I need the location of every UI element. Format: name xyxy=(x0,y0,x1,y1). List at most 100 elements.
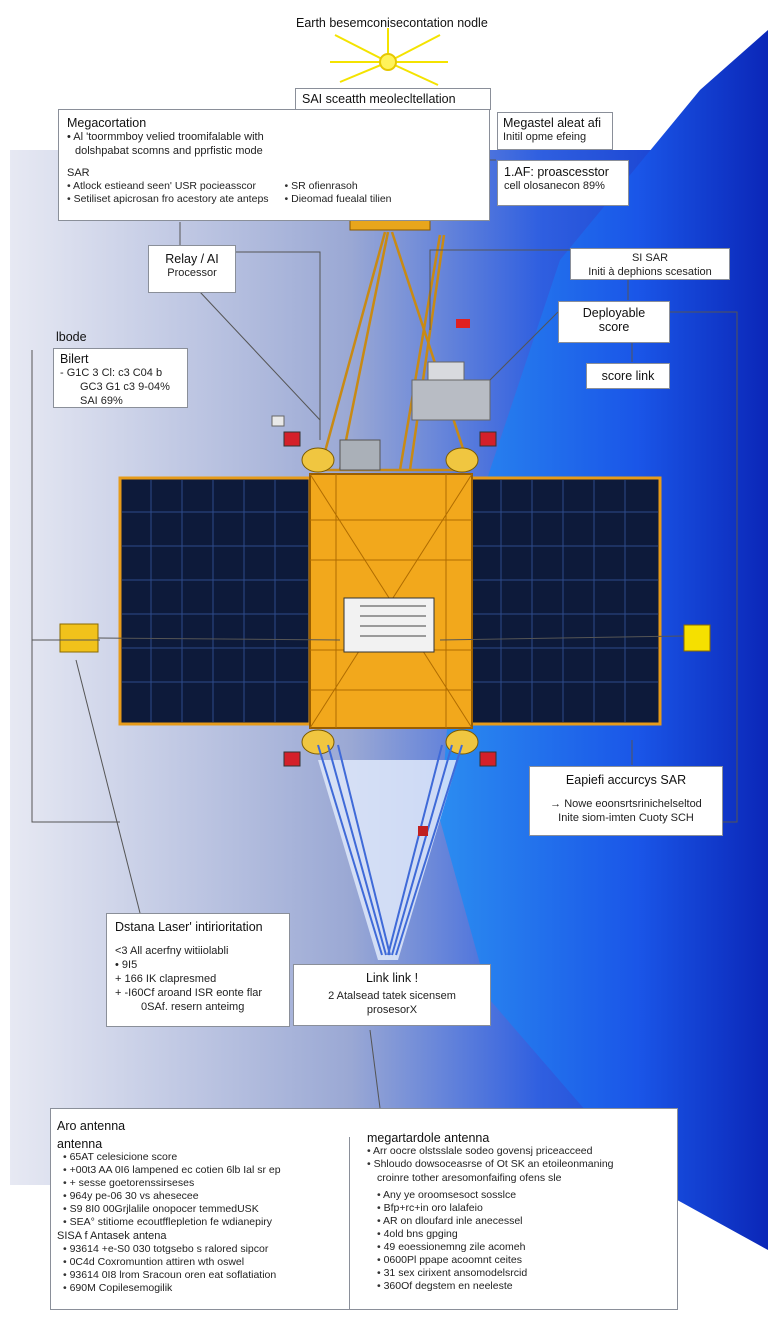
antenna-right-heading: megartardole antenna xyxy=(367,1131,490,1145)
processor-line: cell olosanecon 89% xyxy=(504,180,605,192)
antenna-right-bullet: Shloudo dowsoceasrse of Ot SK an etoileo… xyxy=(367,1158,673,1171)
laser-head xyxy=(418,826,428,836)
antenna-right-column: megartardole antenna Arr oocre olstsslal… xyxy=(367,1131,673,1293)
megacortation-bullets-left: Atlock estieand seen' USR pocieasscor Se… xyxy=(67,180,269,206)
megacortation-line1: • Al 'toormmboy velied troomifalable wit… xyxy=(67,131,264,143)
callout-megastel: Megastel aleat afi Initil opme efeing xyxy=(497,112,613,150)
node-label: lbode xyxy=(56,330,87,344)
megacortation-bullet: SR ofienrasoh xyxy=(285,180,392,193)
link-line2: prosesorX xyxy=(366,1004,418,1016)
callout-laser: Dstana Laser' intirioritation <3 All ace… xyxy=(106,913,290,1027)
megastel-line: Initil opme efeing xyxy=(503,131,587,143)
link-line1: 2 Atalsead tatek sicensem xyxy=(328,990,456,1002)
callout-node: Bilert - G1C 3 Cl: c3 C04 b GC3 G1 c3 9-… xyxy=(53,348,188,408)
processor-module xyxy=(411,379,491,421)
thruster-group-bottom xyxy=(283,729,497,767)
antenna-right-icon xyxy=(683,624,711,652)
laser-row: + -I60Cf aroand ISR eonte flar xyxy=(115,987,263,999)
sar-line1: → Nowe eoonsrtsrinichelseltod xyxy=(550,798,702,810)
top-label: SAI sceatth meolecltellation xyxy=(295,88,491,110)
megacortation-bullets-right: SR ofienrasoh Dieomad fuealal tilien xyxy=(285,180,392,206)
sar-heading: Eapiefi accurcys SAR xyxy=(565,773,687,787)
callout-link: Link link ! 2 Atalsead tatek sicensem pr… xyxy=(293,964,491,1026)
red-beacon xyxy=(456,319,470,328)
antenna-left-subheading: SISA f Antasek antena xyxy=(57,1230,167,1242)
callout-processor: 1.AF: proascesstor cell olosanecon 89% xyxy=(497,160,629,206)
central-bus xyxy=(309,473,473,729)
node-row: GC3 G1 c3 9-04% xyxy=(80,381,170,393)
antenna-divider xyxy=(349,1137,350,1309)
sun-beacon-icon xyxy=(330,28,448,86)
megacortation-line2: dolshpabat scomns and pprfistic mode xyxy=(75,145,263,157)
antenna-right-cont: croinre tother aresomonfaifing ofens sle xyxy=(377,1172,562,1184)
antenna-left-bullet: SEA° stitiome ecoutfflepletion fe wdiane… xyxy=(63,1216,347,1229)
callout-sisar: SI SAR Initi à dephions scesation xyxy=(570,248,730,280)
antenna-right-bullets: Arr oocre olstsslale sodeo govensj price… xyxy=(367,1145,673,1171)
antenna-left-bullets: 65AT celesicione score +00t3 AA 0I6 lamp… xyxy=(63,1151,347,1229)
payload-bay xyxy=(343,597,435,653)
antenna-right-bullet: 4old bns gpging xyxy=(377,1228,673,1241)
antenna-left-bullet: 93614 0I8 lrom Sracoun oren eat soflatia… xyxy=(63,1269,347,1282)
antenna-left-bullet: 690M Copilesemogilik xyxy=(63,1282,347,1295)
link-heading: Link link ! xyxy=(365,971,419,985)
antenna-right-bullet: AR on dloufard inle anecessel xyxy=(377,1215,673,1228)
relay-line2: Processor xyxy=(167,267,217,279)
score-link-text: score link xyxy=(601,369,655,383)
node-row: - G1C 3 Cl: c3 C04 b xyxy=(60,367,163,379)
top-label-text: SAI sceatth meolecltellation xyxy=(302,92,456,106)
mid-module xyxy=(339,439,381,471)
antenna-section-title: Aro antenna xyxy=(57,1119,126,1133)
antenna-left-bullet: 964y pe-06 30 vs ahesecee xyxy=(63,1190,347,1203)
callout-deployable: Deployable score xyxy=(558,301,670,343)
callout-megacortation: Megacortation • Al 'toormmboy velied tro… xyxy=(58,109,490,221)
antenna-left-bullet: 93614 +e-S0 030 totgsebo s ralored sipco… xyxy=(63,1243,347,1256)
deployable-line2: score xyxy=(598,320,630,334)
laser-tail: 0SAf. resern anteimg xyxy=(141,1001,245,1013)
node-heading: Bilert xyxy=(60,352,89,366)
thruster-group-top xyxy=(271,415,497,473)
sar-line2: Inite siom-imten Cuoty SCH xyxy=(558,812,694,824)
antenna-left-icon xyxy=(59,623,99,653)
antenna-right-bullet: Arr oocre olstsslale sodeo govensj price… xyxy=(367,1145,673,1158)
boom-left xyxy=(97,637,341,641)
megacortation-bullet: Atlock estieand seen' USR pocieasscor xyxy=(67,180,269,193)
antenna-section: Aro antenna antenna 65AT celesicione sco… xyxy=(50,1108,678,1310)
antenna-left-bullet: S9 8I0 00Grjlalile onopocer temmedUSK xyxy=(63,1203,347,1216)
module-top xyxy=(427,361,465,381)
connector-lines xyxy=(31,159,738,1109)
antenna-left-bullet: + sesse goetorenssirseses xyxy=(63,1177,347,1190)
relay-line1: Relay / AI xyxy=(165,252,219,266)
laser-row: • 9I5 xyxy=(115,959,138,971)
antenna-right-bullet: Any ye oroomsesoct sosslce xyxy=(377,1189,673,1202)
antenna-right-bullet: 0600Pl ppape acoomnt ceites xyxy=(377,1254,673,1267)
deployable-line1: Deployable xyxy=(582,306,646,320)
solar-array-left xyxy=(118,476,312,726)
megacortation-bullet: Dieomad fuealal tilien xyxy=(285,193,391,206)
antenna-right-bullet: Bfp+rc+in oro lalafeio xyxy=(377,1202,673,1215)
antenna-left-bullets2: 93614 +e-S0 030 totgsebo s ralored sipco… xyxy=(63,1243,347,1295)
solar-array-right xyxy=(468,476,662,726)
node-row: SAI 69% xyxy=(80,395,123,407)
laser-heading: Dstana Laser' intirioritation xyxy=(115,920,263,934)
antenna-left-column: antenna 65AT celesicione score +00t3 AA … xyxy=(57,1137,347,1295)
boom-right xyxy=(439,635,685,641)
antenna-right-bullets2: Any ye oroomsesoct sosslce Bfp+rc+in oro… xyxy=(377,1189,673,1293)
laser-row: + 166 IK clapresmed xyxy=(115,973,217,985)
antenna-left-bullet: 0C4d Coxromuntion attiren wth oswel xyxy=(63,1256,347,1269)
megacortation-bullet: Setiliset apicrosan fro acestory ate ant… xyxy=(67,193,269,206)
beam-cone xyxy=(318,760,458,960)
antenna-left-bullet: 65AT celesicione score xyxy=(63,1151,347,1164)
callout-relay: Relay / AI Processor xyxy=(148,245,236,293)
lower-truss xyxy=(317,744,463,956)
antenna-left-heading: antenna xyxy=(57,1137,103,1151)
antenna-right-bullet: 31 sex cirixent ansomodelsrcid xyxy=(377,1267,673,1280)
laser-row: <3 All acerfny witiiolabli xyxy=(115,945,229,957)
sisar-line1: SI SAR xyxy=(631,252,669,264)
megacortation-heading: Megacortation xyxy=(67,116,147,130)
sisar-line2: Initi à dephions scesation xyxy=(588,266,712,278)
callout-sar: Eapiefi accurcys SAR → Nowe eoonsrtsrini… xyxy=(529,766,723,836)
antenna-right-bullet: 360Of degstem en neeleste xyxy=(377,1280,673,1293)
callout-score-link: score link xyxy=(586,363,670,389)
megastel-heading: Megastel aleat afi xyxy=(503,116,601,130)
megacortation-sar-heading: SAR xyxy=(67,167,90,179)
